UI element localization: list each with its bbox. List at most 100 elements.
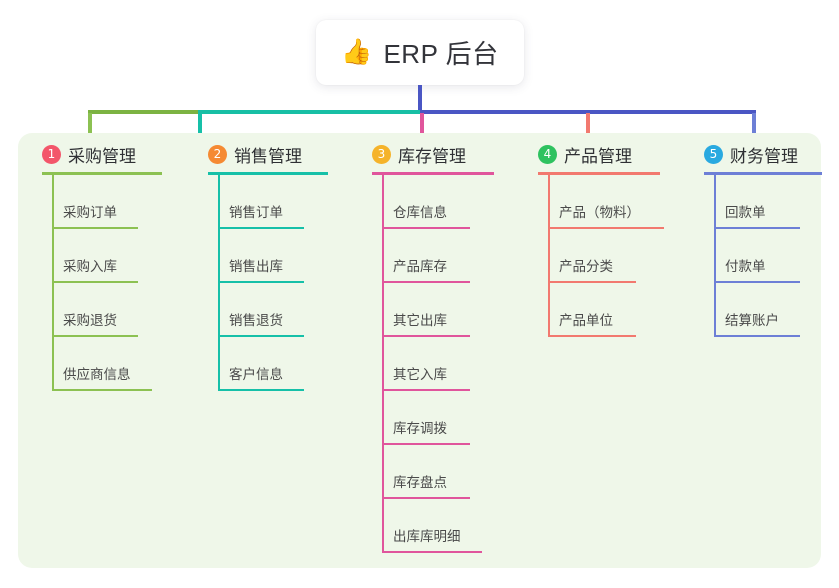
branch-header-rule xyxy=(538,172,660,175)
leaf-item-label: 结算账户 xyxy=(725,313,779,328)
branch-header-2[interactable]: 2 销售管理 xyxy=(196,133,356,175)
leaf-item[interactable]: 销售出库 xyxy=(196,229,356,283)
leaf-item[interactable]: 供应商信息 xyxy=(30,337,190,391)
leaf-item[interactable]: 客户信息 xyxy=(196,337,356,391)
branch-header-rule xyxy=(42,172,162,175)
branch-number-badge: 3 xyxy=(372,144,391,164)
leaf-item-rule xyxy=(52,281,138,283)
leaf-item-label: 产品（物料） xyxy=(559,205,640,220)
branch-stub-5 xyxy=(752,113,756,143)
branch-title: 库存管理 xyxy=(398,146,466,166)
leaf-item-rule xyxy=(714,281,800,283)
leaf-item[interactable]: 结算账户 xyxy=(692,283,839,337)
branch-stub-3 xyxy=(420,113,424,143)
leaf-item-rule xyxy=(218,281,304,283)
branch-header-rule xyxy=(704,172,822,175)
thumbs-up-icon: 👍 xyxy=(341,38,373,66)
leaf-item-label: 客户信息 xyxy=(229,367,283,382)
leaf-item[interactable]: 销售退货 xyxy=(196,283,356,337)
leaf-item-rule xyxy=(382,281,470,283)
leaf-item-rule xyxy=(218,227,304,229)
branch-column-2: 2 销售管理销售订单销售出库销售退货客户信息 xyxy=(196,133,356,391)
leaf-item-rule xyxy=(714,227,800,229)
branch-spine-1 xyxy=(52,175,54,391)
leaf-item[interactable]: 其它出库 xyxy=(360,283,526,337)
leaf-item-label: 回款单 xyxy=(725,205,766,220)
leaf-item-label: 产品单位 xyxy=(559,313,613,328)
leaf-item[interactable]: 库存调拨 xyxy=(360,391,526,445)
leaf-item-label: 采购订单 xyxy=(63,205,117,220)
leaf-item-label: 出库库明细 xyxy=(393,529,461,544)
leaf-item-label: 付款单 xyxy=(725,259,766,274)
leaf-item-label: 采购退货 xyxy=(63,313,117,328)
branch-header-4[interactable]: 4 产品管理 xyxy=(526,133,692,175)
leaf-item[interactable]: 采购入库 xyxy=(30,229,190,283)
branch-number-badge: 4 xyxy=(538,144,557,164)
leaf-item-label: 仓库信息 xyxy=(393,205,447,220)
leaf-item[interactable]: 产品（物料） xyxy=(526,175,692,229)
branch-spine-5 xyxy=(714,175,716,337)
branch-title: 采购管理 xyxy=(68,146,136,166)
branch-stub-2 xyxy=(198,113,202,143)
leaf-item[interactable]: 其它入库 xyxy=(360,337,526,391)
root-node-content: 👍 ERP 后台 xyxy=(341,34,498,71)
root-node-card[interactable]: 👍 ERP 后台 xyxy=(316,20,524,85)
leaf-item[interactable]: 产品分类 xyxy=(526,229,692,283)
leaf-item[interactable]: 库存盘点 xyxy=(360,445,526,499)
leaf-item-rule xyxy=(714,335,800,337)
branch-spine-4 xyxy=(548,175,550,337)
branch-spine-3 xyxy=(382,175,384,553)
leaf-item-rule xyxy=(382,389,470,391)
root-node-title: ERP 后台 xyxy=(383,39,499,69)
branch-title: 财务管理 xyxy=(730,146,798,166)
leaf-item[interactable]: 采购订单 xyxy=(30,175,190,229)
leaf-item-label: 销售退货 xyxy=(229,313,283,328)
branch-header-3[interactable]: 3 库存管理 xyxy=(360,133,526,175)
branch-stub-1 xyxy=(88,113,92,143)
branch-title: 销售管理 xyxy=(234,146,302,166)
leaf-item-label: 采购入库 xyxy=(63,259,117,274)
leaf-item-rule xyxy=(218,335,304,337)
leaf-item-label: 其它入库 xyxy=(393,367,447,382)
leaf-item-rule xyxy=(548,281,636,283)
leaf-item-rule xyxy=(382,551,482,553)
leaf-item-label: 供应商信息 xyxy=(63,367,131,382)
leaf-item-rule xyxy=(52,335,138,337)
bus-segment-blue xyxy=(420,110,756,114)
leaf-item-label: 产品库存 xyxy=(393,259,447,274)
leaf-item[interactable]: 产品单位 xyxy=(526,283,692,337)
leaf-item-rule xyxy=(382,335,470,337)
leaf-item[interactable]: 回款单 xyxy=(692,175,839,229)
branch-header-rule xyxy=(208,172,328,175)
leaf-item-rule xyxy=(52,227,138,229)
leaf-item[interactable]: 销售订单 xyxy=(196,175,356,229)
branch-number-badge: 2 xyxy=(208,144,227,164)
root-connector-stem xyxy=(418,85,422,113)
leaf-item-label: 库存盘点 xyxy=(393,475,447,490)
bus-segment-green xyxy=(88,110,198,114)
branch-title: 产品管理 xyxy=(564,146,632,166)
leaf-item[interactable]: 采购退货 xyxy=(30,283,190,337)
leaf-item-label: 销售订单 xyxy=(229,205,283,220)
branch-spine-2 xyxy=(218,175,220,391)
leaf-item[interactable]: 出库库明细 xyxy=(360,499,526,553)
leaf-item-rule xyxy=(382,497,470,499)
branch-column-4: 4 产品管理产品（物料） 产品分类产品单位 xyxy=(526,133,692,337)
leaf-item-rule xyxy=(548,335,636,337)
leaf-item-rule xyxy=(382,227,470,229)
leaf-item[interactable]: 付款单 xyxy=(692,229,839,283)
leaf-item[interactable]: 产品库存 xyxy=(360,229,526,283)
leaf-item[interactable]: 仓库信息 xyxy=(360,175,526,229)
leaf-item-label: 产品分类 xyxy=(559,259,613,274)
branch-column-3: 3 库存管理仓库信息产品库存其它出库其它入库库存调拨库存盘点出库库明细 xyxy=(360,133,526,553)
leaf-item-rule xyxy=(52,389,152,391)
bus-segment-teal xyxy=(198,110,420,114)
leaf-item-rule xyxy=(382,443,470,445)
leaf-item-label: 其它出库 xyxy=(393,313,447,328)
leaf-item-label: 库存调拨 xyxy=(393,421,447,436)
